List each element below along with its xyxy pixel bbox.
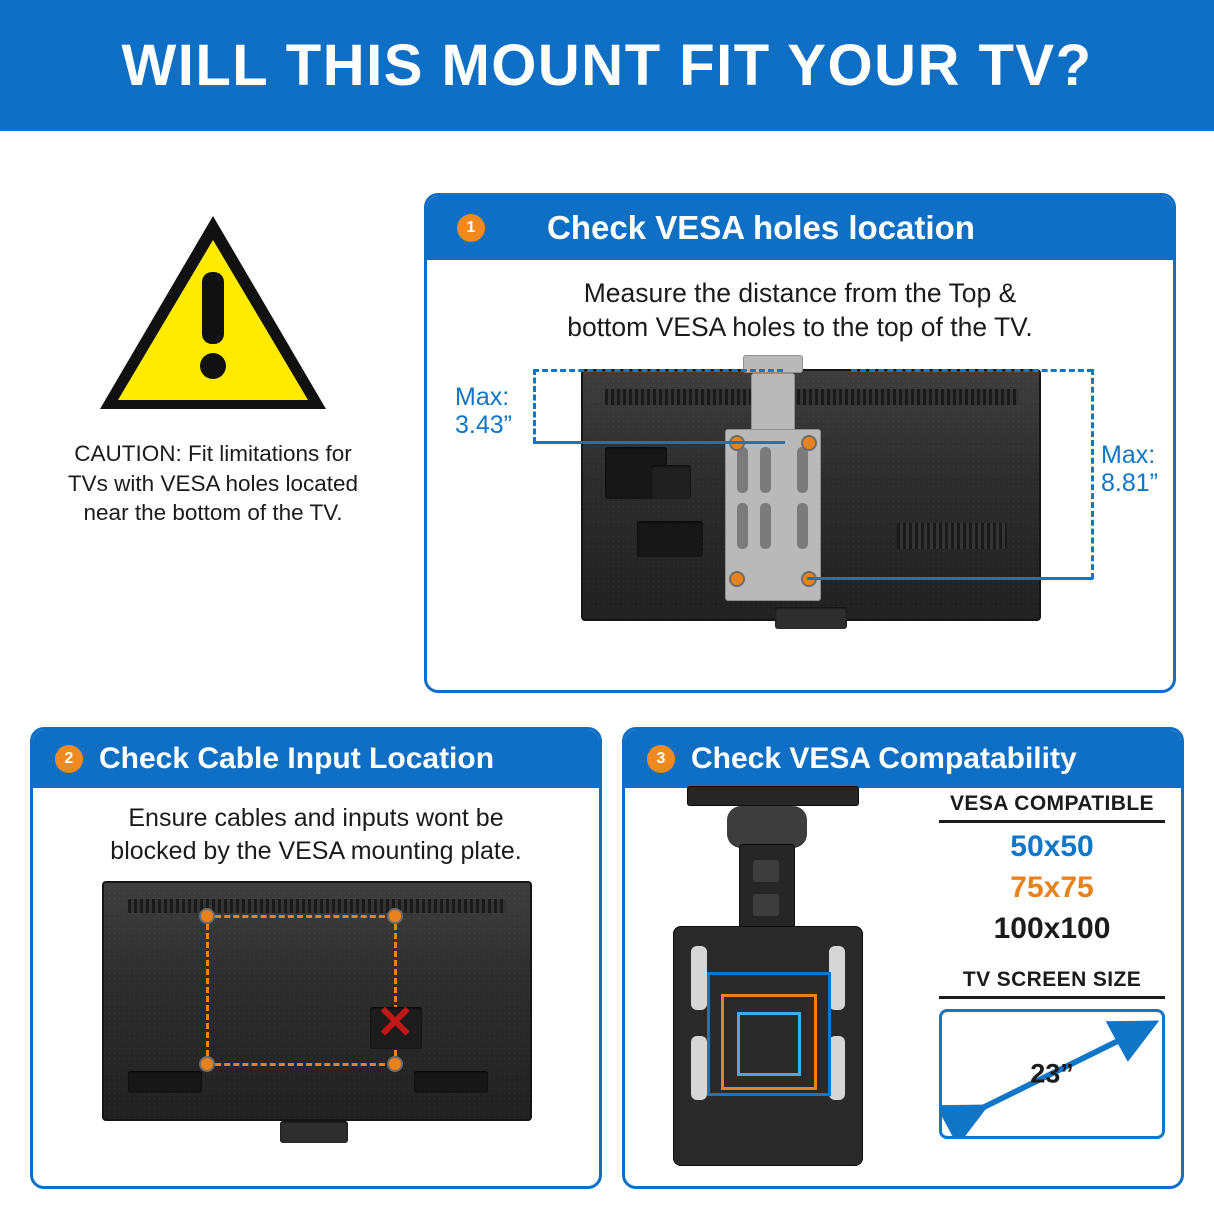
mount-arm bbox=[739, 844, 795, 930]
mount-plate-slot-4 bbox=[829, 1036, 845, 1100]
measure-top-left-vertical bbox=[533, 368, 536, 443]
vesa-outline-bottom bbox=[206, 1063, 394, 1066]
plate-screw-top-right bbox=[803, 436, 815, 449]
vesa-hole-bottom-left bbox=[201, 1058, 213, 1070]
card2-instructions: Ensure cables and inputs wont be blocked… bbox=[33, 788, 599, 867]
measure-right-bottom-line bbox=[807, 576, 1093, 580]
plate-slot-4 bbox=[760, 502, 771, 549]
tv-stand bbox=[775, 606, 847, 629]
card1-instruction-line-2: bottom VESA holes to the top of the TV. bbox=[567, 312, 1033, 343]
caution-line-1: CAUTION: Fit limitations for bbox=[74, 441, 352, 466]
tv-screen-size-box: 23” bbox=[935, 1009, 1165, 1146]
card-check-vesa-compatibility: 3 Check VESA Compatability VESA COMPATIB… bbox=[622, 727, 1184, 1189]
card2-step-badge: 2 bbox=[55, 745, 83, 773]
plate-slot-1 bbox=[737, 446, 748, 493]
caution-block: CAUTION: Fit limitations for TVs with VE… bbox=[38, 210, 388, 528]
tv2-port-left bbox=[128, 1071, 202, 1093]
vesa-hole-top-left bbox=[201, 910, 213, 922]
card1-step-badge: 1 bbox=[457, 214, 485, 242]
vesa-75-square bbox=[721, 994, 817, 1090]
vesa-value-100: 100x100 bbox=[993, 912, 1111, 945]
card2-header: 2 Check Cable Input Location bbox=[33, 730, 599, 788]
vesa-value-50: 50x50 bbox=[1010, 830, 1094, 863]
tv-back-diagram-2: ✕ bbox=[84, 875, 548, 1151]
plate-slot-2 bbox=[737, 502, 748, 549]
vesa-100-square bbox=[707, 972, 831, 1096]
tv-top-vent bbox=[605, 388, 1019, 405]
tv-right-vent bbox=[897, 522, 1007, 549]
measure-top-horizontal bbox=[533, 368, 783, 372]
vesa-outline-top bbox=[206, 915, 394, 918]
card1-instructions: Measure the distance from the Top & bott… bbox=[455, 276, 1145, 345]
mount-bolt-lower bbox=[753, 894, 779, 916]
warning-triangle-icon bbox=[94, 210, 332, 415]
vesa-spec-column: VESA COMPATIBLE 50x50 75x75 100x100 TV S… bbox=[935, 792, 1165, 1146]
card1-title: Check VESA holes location bbox=[547, 209, 975, 246]
vesa-value-75: 75x75 bbox=[1010, 871, 1094, 904]
vesa-outline-left bbox=[206, 915, 209, 1065]
vesa-outline-right bbox=[394, 915, 397, 1065]
tv-screen-size-value: 23” bbox=[1030, 1058, 1074, 1089]
card2-instruction-line-1: Ensure cables and inputs wont be bbox=[128, 804, 504, 832]
card1-body: Measure the distance from the Top & bott… bbox=[427, 260, 1173, 645]
plate-slot-5 bbox=[797, 446, 808, 493]
measure-top-bottom-line bbox=[533, 440, 785, 444]
vesa-50-square bbox=[737, 1012, 801, 1076]
plate-slot-3 bbox=[760, 446, 771, 493]
tv2-input-panel bbox=[370, 1007, 422, 1049]
page-title: WILL THIS MOUNT FIT YOUR TV? bbox=[121, 33, 1093, 98]
caution-line-2: TVs with VESA holes located bbox=[67, 470, 359, 496]
mount-illustration bbox=[663, 786, 923, 1178]
caution-line-3: near the bottom of the TV. bbox=[83, 500, 343, 526]
card3-title: Check VESA Compatability bbox=[691, 742, 1077, 775]
mount-plate-slot-2 bbox=[691, 1036, 707, 1100]
vesa-compatible-heading: VESA COMPATIBLE bbox=[939, 792, 1165, 823]
mount-plate-neck bbox=[751, 372, 795, 433]
tv2-stand bbox=[280, 1121, 348, 1143]
tv-port-block-lower bbox=[637, 520, 703, 557]
measure-right-vertical bbox=[1091, 368, 1094, 579]
mount-pivot-joint bbox=[727, 806, 807, 848]
card3-header: 3 Check VESA Compatability bbox=[625, 730, 1181, 788]
caution-text: CAUTION: Fit limitations for TVs with VE… bbox=[68, 439, 358, 528]
blocked-marker-icon: ✕ bbox=[376, 996, 415, 1048]
measure-label-bottom: Max: 8.81” bbox=[1101, 440, 1158, 497]
plate-screw-bottom-left bbox=[731, 572, 743, 585]
mount-plate-slot-3 bbox=[829, 946, 845, 1010]
tv-port-block-center bbox=[651, 464, 691, 499]
vesa-hole-top-right bbox=[389, 910, 401, 922]
tv-back-diagram-1: Max: 3.43” Max: 8.81” bbox=[455, 354, 1158, 645]
card2-instruction-line-2: blocked by the VESA mounting plate. bbox=[110, 836, 522, 865]
mount-plate-slot-1 bbox=[691, 946, 707, 1010]
card3-step-badge: 3 bbox=[647, 745, 675, 773]
measure-label-top: Max: 3.43” bbox=[455, 382, 512, 439]
mount-bolt-upper bbox=[753, 860, 779, 882]
card2-title: Check Cable Input Location bbox=[99, 742, 495, 775]
diagonal-arrow-icon bbox=[935, 1020, 1160, 1146]
plate-slot-6 bbox=[797, 502, 808, 549]
card-check-cable-input: 2 Check Cable Input Location Ensure cabl… bbox=[30, 727, 602, 1189]
card-check-vesa-holes: 1 Check VESA holes location Measure the … bbox=[424, 193, 1176, 693]
tv2-port-right bbox=[414, 1071, 488, 1093]
card1-instruction-line-1: Measure the distance from the Top & bbox=[583, 278, 1017, 308]
tv-screen-size-heading: TV SCREEN SIZE bbox=[939, 968, 1165, 999]
card1-header: 1 Check VESA holes location bbox=[427, 196, 1173, 260]
mount-wall-plate bbox=[687, 786, 859, 806]
header-banner: WILL THIS MOUNT FIT YOUR TV? bbox=[0, 0, 1214, 131]
measure-right-top-horizontal bbox=[851, 368, 1093, 372]
tv2-top-vent bbox=[128, 899, 506, 913]
vesa-hole-bottom-right bbox=[389, 1058, 401, 1070]
mount-plate-top-tab bbox=[743, 354, 803, 373]
